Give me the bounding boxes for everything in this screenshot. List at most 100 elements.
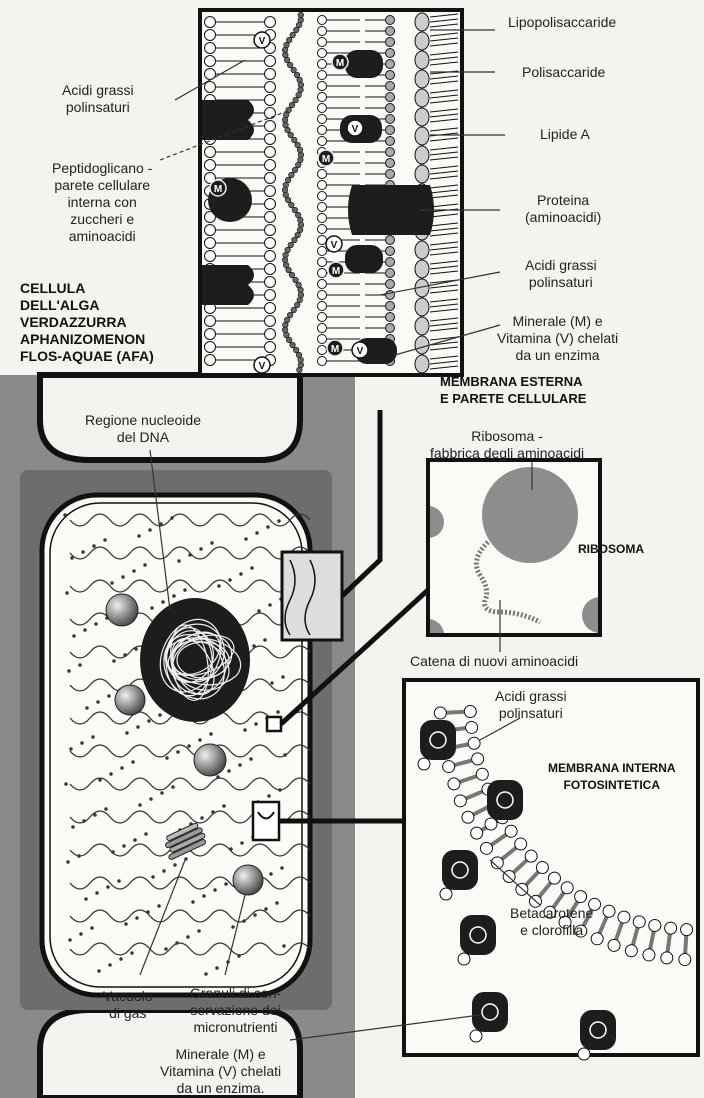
lipid-head (265, 17, 276, 28)
lipid-head (386, 49, 395, 58)
lipid-head (681, 924, 693, 936)
lipid-head (643, 949, 655, 961)
vitamin-v-icon (485, 818, 497, 830)
lipid-head (386, 27, 395, 36)
vitamin-v-icon (440, 888, 452, 900)
lipid-head (318, 38, 327, 47)
mineral-m-icon (497, 792, 513, 808)
granule (106, 594, 138, 626)
lipid-head (318, 82, 327, 91)
inner-membrane-title-line: MEMBRANA INTERNA (548, 760, 676, 777)
lps-unit (415, 165, 429, 183)
lipid-head (205, 355, 216, 366)
label-fatty-acids-right: Acidi grassi polinsaturi (525, 257, 597, 291)
label-line: servazione dei (190, 1002, 281, 1019)
label-protein: Proteina (aminoacidi) (525, 192, 601, 226)
cytoplasm (42, 495, 342, 995)
lipid-head (318, 280, 327, 289)
lps-unit (415, 336, 429, 354)
lipid-head (318, 49, 327, 58)
label-mineral-vitamin-top: Minerale (M) e Vitamina (V) chelati da u… (497, 313, 618, 364)
vitamin-v-icon (458, 953, 470, 965)
inner-membrane-panel (404, 680, 704, 1060)
lipid-head (205, 30, 216, 41)
lipid-head (318, 302, 327, 311)
lps-unit (415, 317, 429, 335)
lipid-head (318, 181, 327, 190)
lipid-head (265, 147, 276, 158)
label-mineral-vitamin-bottom: Minerale (M) e Vitamina (V) chelati da u… (160, 1046, 281, 1097)
nucleoid-region (140, 598, 250, 722)
lipid-head (462, 811, 474, 823)
label-line: polinsaturi (525, 274, 597, 291)
label-line: Acidi grassi (62, 82, 134, 99)
outer-membrane-title-line: MEMBRANA ESTERNA (440, 373, 586, 390)
cell-title: CELLULA DELL'ALGA VERDAZZURRA APHANIZOME… (20, 280, 154, 365)
lipid-head (472, 753, 484, 765)
lipid-head (679, 954, 691, 966)
lipid-head (515, 838, 527, 850)
label-line: Vitamina (V) chelati (160, 1063, 281, 1080)
label-line: e clorofilla (510, 922, 593, 939)
label-line: zuccheri e (52, 211, 152, 228)
lipid-head (205, 225, 216, 236)
lipid-head (661, 952, 673, 964)
lipid-head (386, 148, 395, 157)
ribosome-zoom-box (267, 717, 281, 731)
lipid-head (265, 69, 276, 80)
lipid-head (265, 251, 276, 262)
label-polysaccharide: Polisaccaride (522, 64, 605, 81)
lipid-head (265, 173, 276, 184)
lipid-head (471, 827, 483, 839)
lipid-head (265, 199, 276, 210)
lipid-head (468, 737, 480, 749)
label-lipopolysaccharide: Lipopolisaccaride (508, 14, 616, 31)
lipid-head (386, 247, 395, 256)
lipid-head (318, 126, 327, 135)
lipid-head (318, 236, 327, 245)
lipid-head (318, 93, 327, 102)
mineral-m-icon (470, 927, 486, 943)
lipid-head (318, 269, 327, 278)
lipid-head (386, 82, 395, 91)
lipid-head (649, 920, 661, 932)
lipid-head (265, 316, 276, 327)
lipid-head (386, 258, 395, 267)
cell-title-line: DELL'ALGA (20, 297, 154, 314)
lipid-head (205, 43, 216, 54)
lipid-head (265, 121, 276, 132)
lipid-head (386, 115, 395, 124)
lipid-head (386, 104, 395, 113)
vitamin-v-icon: V (331, 240, 338, 251)
lipid-head (386, 60, 395, 69)
lipid-head (386, 159, 395, 168)
lipid-head (454, 795, 466, 807)
lipid-head (466, 721, 478, 733)
lps-unit (415, 32, 429, 50)
lipid-head (318, 258, 327, 267)
lipid-head (318, 225, 327, 234)
lipid-head (505, 825, 517, 837)
mineral-m-icon (482, 1004, 498, 1020)
lipid-head (318, 291, 327, 300)
lps-unit (415, 89, 429, 107)
lipid-head (618, 911, 630, 923)
lipid-head (205, 56, 216, 67)
lipid-head (265, 56, 276, 67)
lipid-head (265, 160, 276, 171)
lps-unit (415, 146, 429, 164)
lipid-head (265, 303, 276, 314)
lipid-head (318, 335, 327, 344)
lps-unit (415, 13, 429, 31)
label-line: Minerale (M) e (497, 313, 618, 330)
label-amino-chain: Catena di nuovi aminoacidi (410, 653, 578, 670)
label-line: interna con (52, 194, 152, 211)
label-fatty-acids-left: Acidi grassi polinsaturi (62, 82, 134, 116)
lipid-head (386, 93, 395, 102)
label-line: da un enzima (497, 347, 618, 364)
inner-membrane-title-line: FOTOSINTETICA (548, 777, 676, 794)
lipid-head (265, 342, 276, 353)
lipid-head (386, 302, 395, 311)
outer-membrane-title-line: E PARETE CELLULARE (440, 390, 586, 407)
lipid-head (265, 225, 276, 236)
